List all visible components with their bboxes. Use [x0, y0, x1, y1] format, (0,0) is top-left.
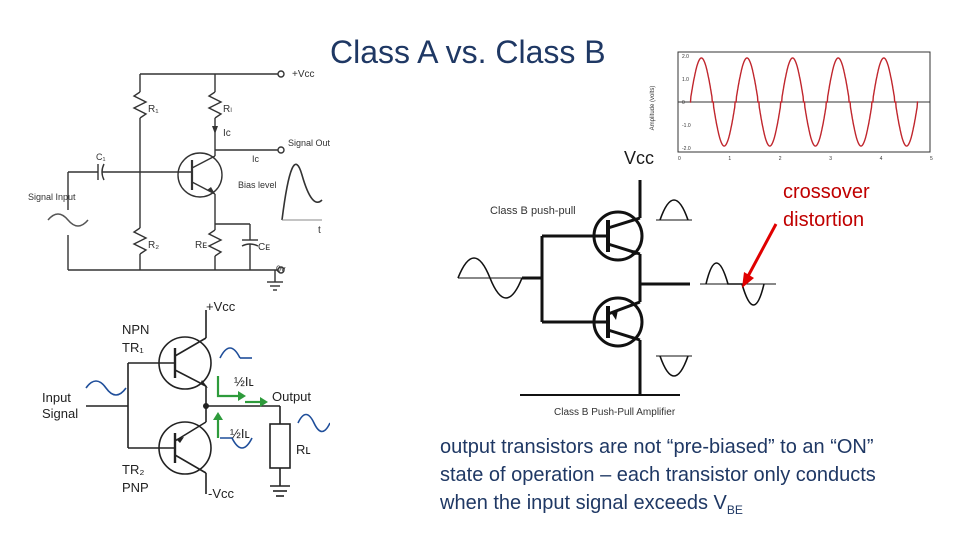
scope-y-tick: 0 — [682, 100, 685, 106]
scope-y-tick: -1.0 — [682, 123, 691, 129]
cp-half-il-bottom-label: ½Iʟ — [230, 426, 250, 441]
class-b-pushpull-diagram: Class B push-pull Class B Push-Pull Ampl… — [457, 180, 778, 418]
class-a-ic-label: Ic — [252, 154, 260, 164]
cp-half-il-top-label: ½Iʟ — [234, 374, 254, 389]
cp-pnp-label: PNP — [122, 480, 149, 495]
class-a-r1-label: R₁ — [148, 104, 159, 115]
class-a-signal-output-label: Signal Output — [288, 138, 330, 148]
class-b-label: Class B push-pull — [490, 205, 576, 217]
cp-vcc-top-label: +Vcc — [206, 299, 236, 314]
class-a-signal-input-label: Signal Input — [28, 192, 76, 202]
scope-wave-line — [689, 57, 919, 147]
class-a-re-label: Rᴇ — [195, 240, 207, 251]
cp-tr1-label: TR₁ — [122, 340, 144, 355]
footer-note: output transistors are not “pre-biased” … — [440, 433, 910, 524]
class-a-t-label: t — [318, 225, 321, 236]
scope-y-tick: -2.0 — [682, 146, 691, 152]
class-a-c1-label: C₁ — [96, 152, 106, 162]
crossover-note-text: crossover distortion — [783, 181, 870, 231]
class-a-ce-label: Cᴇ — [258, 242, 270, 253]
class-a-r2-label: R₂ — [148, 240, 159, 251]
class-a-0v-label: 0v — [276, 264, 286, 274]
footer-note-main: output transistors are not “pre-biased” … — [440, 436, 876, 514]
class-a-ic-arrow-label: Iᴄ — [223, 128, 231, 139]
class-b-caption: Class B Push-Pull Amplifier — [554, 407, 676, 418]
cp-vcc-bottom-label: -Vcc — [208, 486, 235, 501]
scope-x-tick: 5 — [930, 156, 933, 162]
crossover-note: crossover distortion — [783, 178, 893, 234]
scope-x-tick: 2 — [779, 156, 782, 162]
scope-x-tick: 0 — [678, 156, 681, 162]
class-a-rl-label: Rₗ — [223, 104, 232, 115]
scope-y-tick: 1.0 — [682, 77, 689, 83]
class-a-vcc-label: +Vcc — [292, 69, 315, 80]
cp-output-label: Output — [272, 389, 311, 404]
cp-input-signal-line: Signal — [42, 406, 78, 421]
cp-input-signal-line: Input — [42, 390, 71, 405]
cp-tr2-label: TR₂ — [122, 462, 144, 477]
cp-npn-label: NPN — [122, 322, 149, 337]
scope-x-tick: 3 — [829, 156, 832, 162]
cp-rl-label: Rʟ — [296, 442, 311, 457]
class-a-circuit-diagram: +Vcc R₁ Rₗ Iᴄ Signal Output Ic C₁ Signal… — [28, 69, 330, 291]
class-a-bias-level-label: Bias level — [238, 180, 277, 190]
scope-y-tick: 2.0 — [682, 54, 689, 60]
slide-title: Class A vs. Class B — [330, 34, 606, 70]
scope-x-tick: 4 — [880, 156, 883, 162]
vcc-label: Vcc — [624, 148, 655, 168]
footer-note-sub: BE — [726, 503, 743, 517]
scope-x-tick: 1 — [728, 156, 731, 162]
scope-ylabel: Amplitude (volts) — [650, 86, 656, 131]
